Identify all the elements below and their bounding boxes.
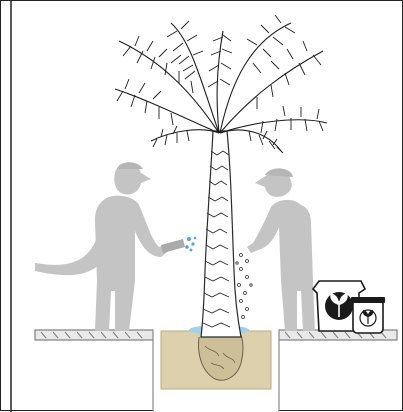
hose-nozzle: [161, 239, 185, 253]
palm-fronds: [115, 15, 327, 153]
palm-trunk: [201, 131, 241, 337]
planting-pit: [153, 325, 279, 412]
fertilizer-jar: [351, 297, 385, 333]
ground-strip-left: [35, 330, 153, 340]
left-gardener-cap: [117, 162, 143, 169]
fertilizer-granules: [236, 254, 252, 319]
water-spray: [185, 237, 196, 252]
gardener-right: [236, 168, 315, 331]
left-gardener-body: [95, 196, 171, 331]
right-gardener-body: [247, 200, 315, 331]
gardener-left: [35, 162, 196, 331]
